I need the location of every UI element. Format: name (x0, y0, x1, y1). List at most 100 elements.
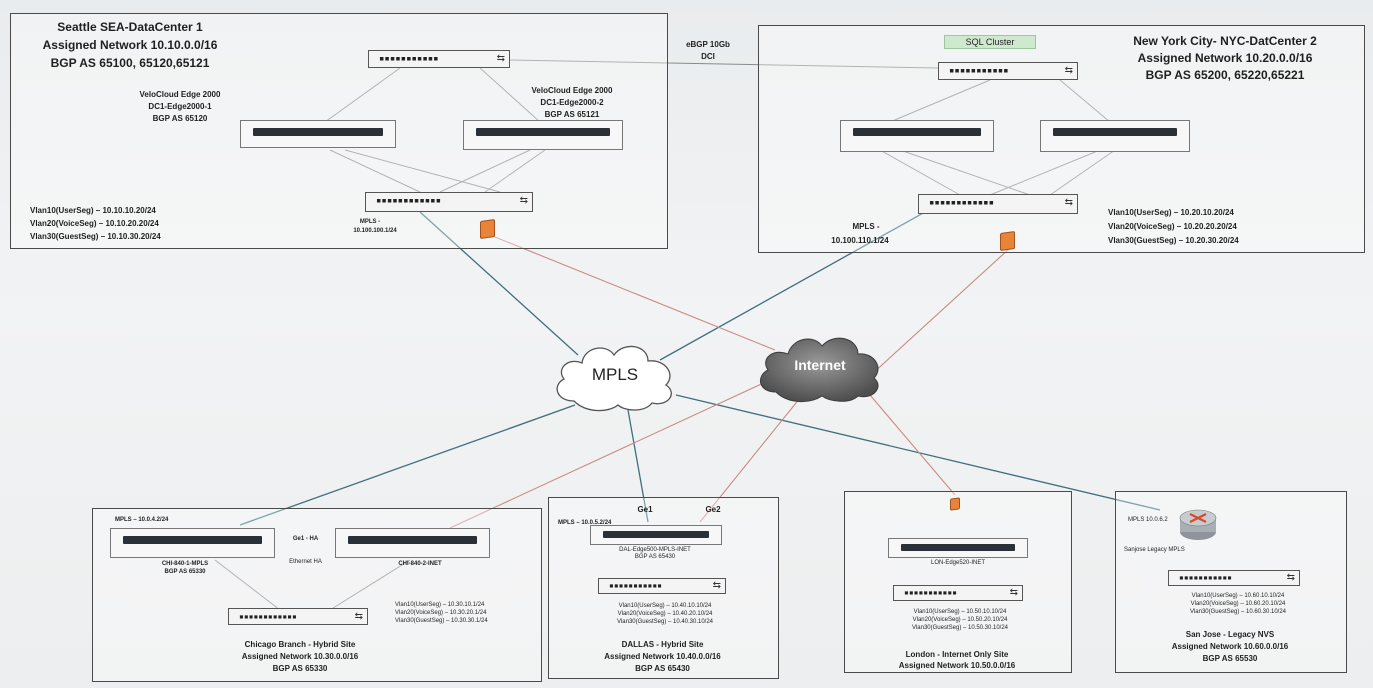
chicago-edge1-bgp: BGP AS 65330 (164, 569, 206, 575)
router-icon (1179, 509, 1217, 540)
sql-cluster-label: SQL Cluster (944, 35, 1036, 49)
seattle-access-switch: ▪▪▪▪▪▪▪▪▪▪▪▪ ⇆ (365, 192, 533, 212)
internet-cloud-label: Internet (794, 357, 846, 373)
dallas-ge1-label: Ge1 (637, 505, 653, 514)
nyc-internet-link (859, 247, 1011, 386)
chicago-edge1-name: CHI-840-1-MPLS (161, 561, 209, 567)
chicago-title: Chicago Branch - Hybrid Site (244, 640, 356, 649)
london-site-box (844, 491, 1072, 673)
switch-icon: ⇆ (1286, 572, 1295, 583)
switch-ports-icon: ▪▪▪▪▪▪▪▪▪▪▪ (949, 66, 1009, 76)
london-network: Assigned Network 10.50.0.0/16 (898, 661, 1016, 670)
chicago-network: Assigned Network 10.30.0.0/16 (241, 652, 359, 661)
velocloud-edge-icon (603, 531, 709, 538)
switch-icon: ⇆ (712, 580, 721, 591)
seattle-firewall-icon (480, 218, 495, 240)
seattle-bgp: BGP AS 65100, 65120,65121 (50, 56, 210, 70)
seattle-edge1-host: DC1-Edge2000-1 (148, 102, 212, 111)
nyc-core-to-edge1-link (889, 79, 991, 123)
chicago-vlan10: Vlan10(UserSeg) – 10.30.10.1/24 (395, 602, 485, 608)
switch-ports-icon: ▪▪▪▪▪▪▪▪▪▪▪▪ (239, 612, 297, 621)
internet-cloud-icon (760, 337, 879, 402)
nyc-mpls-label: MPLS - (852, 222, 880, 231)
sea-internet-link (489, 234, 776, 351)
sanjose-bgp: BGP AS 65530 (1202, 654, 1258, 663)
chicago-mpls-ip: MPLS – 10.0.4.2/24 (115, 517, 169, 523)
london-title: London - Internet Only Site (905, 650, 1009, 659)
nyc-vlan10: Vlan10(UserSeg) – 10.20.10.20/24 (1108, 208, 1234, 217)
nyc-edge1-device (840, 120, 994, 152)
nyc-core-to-edge2-link (1059, 79, 1111, 123)
switch-icon: ⇆ (354, 611, 363, 622)
london-switch: ▪▪▪▪▪▪▪▪▪▪▪ ⇆ (893, 585, 1023, 601)
dallas-vlan30: Vlan30(GuestSeg) – 10.40.30.10/24 (616, 619, 714, 625)
sea-edge1-to-access-link-2 (344, 149, 501, 193)
switch-ports-icon: ▪▪▪▪▪▪▪▪▪▪▪ (904, 588, 957, 597)
dallas-edge-bgp: BGP AS 65430 (634, 554, 676, 560)
sanjose-vlan10: Vlan10(UserSeg) – 10.60.10.10/24 (1191, 593, 1285, 599)
dallas-title: DALLAS - Hybrid Site (621, 640, 704, 649)
nyc-bgp: BGP AS 65200, 65220,65221 (1145, 68, 1305, 82)
sanjose-title: San Jose - Legacy NVS (1185, 630, 1275, 639)
chicago-ethernet-ha: Ethernet HA (289, 559, 322, 565)
sanjose-vlan20: Vlan20(VoiceSeg) – 10.60.20.10/24 (1190, 601, 1286, 607)
london-vlan10: Vlan10(UserSeg) – 10.50.10.10/24 (913, 609, 1007, 615)
nyc-firewall-icon (1000, 230, 1015, 252)
switch-ports-icon: ▪▪▪▪▪▪▪▪▪▪▪▪ (376, 196, 442, 206)
dallas-vlan10: Vlan10(UserSeg) – 10.40.10.10/24 (618, 603, 712, 609)
nyc-access-switch: ▪▪▪▪▪▪▪▪▪▪▪▪ ⇆ (918, 194, 1078, 214)
chi-edge2-to-switch-link (329, 559, 411, 611)
sea-core-to-edge1-link (324, 67, 401, 123)
seattle-core-switch: ▪▪▪▪▪▪▪▪▪▪▪ ⇆ (368, 50, 510, 68)
nyc-edge2-to-access-link (989, 149, 1101, 196)
chicago-bgp: BGP AS 65330 (272, 664, 328, 673)
chi-edge1-to-switch-link (214, 559, 281, 611)
dallas-ge2-label: Ge2 (705, 505, 721, 514)
chicago-vlan30: Vlan30(GuestSeg) – 10.30.30.1/24 (395, 618, 488, 624)
mpls-cloud-label: MPLS (591, 365, 639, 384)
seattle-vlan20: Vlan20(VoiceSeg) – 10.10.20.20/24 (30, 219, 159, 228)
sanjose-switch: ▪▪▪▪▪▪▪▪▪▪▪ ⇆ (1168, 570, 1300, 586)
dallas-switch: ▪▪▪▪▪▪▪▪▪▪▪ ⇆ (598, 578, 726, 594)
dallas-network: Assigned Network 10.40.0.0/16 (604, 652, 721, 661)
sea-edge1-to-access-link (329, 149, 421, 193)
switch-ports-icon: ▪▪▪▪▪▪▪▪▪▪▪▪ (929, 198, 995, 208)
switch-icon: ⇆ (1009, 587, 1018, 598)
seattle-edge1-name: VeloCloud Edge 2000 (139, 90, 221, 99)
dallas-bgp: BGP AS 65430 (635, 664, 690, 673)
seattle-network: Assigned Network 10.10.0.0/16 (42, 38, 218, 52)
seattle-vlan30: Vlan30(GuestSeg) – 10.10.30.20/24 (30, 232, 161, 241)
chicago-edge1-device (110, 528, 275, 558)
london-internet-link (869, 394, 956, 496)
seattle-title: Seattle SEA-DataCenter 1 (57, 20, 203, 34)
sea-edge2-to-access-link (439, 149, 531, 193)
chicago-switch: ▪▪▪▪▪▪▪▪▪▪▪▪ ⇆ (228, 608, 368, 625)
switch-ports-icon: ▪▪▪▪▪▪▪▪▪▪▪ (379, 54, 439, 64)
chicago-edge2-name: CHI-840-2-INET (398, 561, 442, 567)
nyc-mpls-ip: 10.100.110.1/24 (831, 236, 889, 245)
velocloud-edge-icon (123, 536, 262, 544)
london-vlan20: Vlan20(VoiceSeg) – 10.50.20.10/24 (912, 617, 1008, 623)
velocloud-edge-icon (348, 536, 477, 544)
dci-label-2: DCI (701, 52, 715, 61)
london-edge-name: LON-Edge520-INET (930, 560, 986, 566)
dallas-vlan20: Vlan20(VoiceSeg) – 10.40.20.10/24 (617, 611, 713, 617)
nyc-mpls-link (659, 211, 926, 361)
velocloud-edge-icon (476, 128, 610, 136)
chicago-ha-label: Ge1 - HA (292, 536, 319, 542)
sanjose-network: Assigned Network 10.60.0.0/16 (1171, 642, 1289, 651)
chicago-internet-link (449, 379, 771, 529)
nyc-edge2-to-access-link-2 (1049, 149, 1116, 196)
switch-icon: ⇆ (1064, 65, 1073, 76)
nyc-core-switch: ▪▪▪▪▪▪▪▪▪▪▪ ⇆ (938, 62, 1078, 80)
nyc-title: New York City- NYC-DatCenter 2 (1133, 34, 1317, 48)
dallas-edge-device (590, 525, 722, 545)
london-edge-device (888, 538, 1028, 558)
switch-ports-icon: ▪▪▪▪▪▪▪▪▪▪▪ (1179, 573, 1232, 582)
velocloud-edge-icon (901, 544, 1015, 551)
dallas-mpls-ip: MPLS – 10.0.5.2/24 (558, 520, 612, 526)
sea-core-to-edge2-link (479, 67, 541, 123)
seattle-edge2-name: VeloCloud Edge 2000 (531, 86, 613, 95)
dallas-internet-link (699, 397, 801, 523)
